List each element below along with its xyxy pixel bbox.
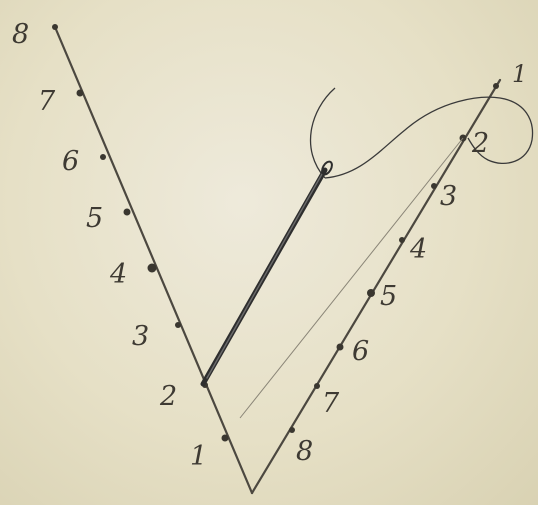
left-label-6: 6 <box>62 146 79 177</box>
right-point-3 <box>431 183 437 189</box>
right-label-2: 2 <box>471 128 489 159</box>
left-label-8: 8 <box>12 19 29 50</box>
left-guide-line <box>53 25 254 495</box>
needle-icon <box>200 160 333 387</box>
needle-eye <box>321 160 333 176</box>
needle-highlight <box>206 173 323 379</box>
left-point-5 <box>123 208 131 216</box>
right-point-8 <box>289 427 295 433</box>
right-point-7 <box>314 383 320 389</box>
faint-thread-line <box>239 137 464 419</box>
right-label-3: 3 <box>440 181 457 212</box>
right-point-1 <box>493 83 499 89</box>
left-point-8 <box>52 24 58 30</box>
left-point-6 <box>100 154 106 160</box>
left-point-7 <box>76 89 84 97</box>
right-point-6 <box>336 343 344 351</box>
left-label-2: 2 <box>159 381 177 412</box>
right-guide-line <box>250 78 502 495</box>
right-label-8: 8 <box>296 436 313 467</box>
right-label-7: 7 <box>322 388 340 419</box>
right-point-4 <box>399 237 405 243</box>
left-point-1 <box>221 434 229 442</box>
right-label-1: 1 <box>512 60 527 88</box>
right-label-5: 5 <box>380 281 397 312</box>
thread-loop-right <box>324 96 534 179</box>
right-label-6: 6 <box>352 336 369 367</box>
right-point-5 <box>367 289 375 297</box>
left-label-5: 5 <box>86 203 103 234</box>
left-label-1: 1 <box>190 441 207 472</box>
thread-loop-left <box>309 87 336 179</box>
left-label-4: 4 <box>109 259 127 290</box>
left-point-4 <box>147 263 157 273</box>
left-point-3 <box>175 322 181 328</box>
right-label-4: 4 <box>409 234 427 265</box>
left-label-7: 7 <box>38 86 56 117</box>
left-label-3: 3 <box>132 321 149 352</box>
thread-icon <box>309 87 534 179</box>
